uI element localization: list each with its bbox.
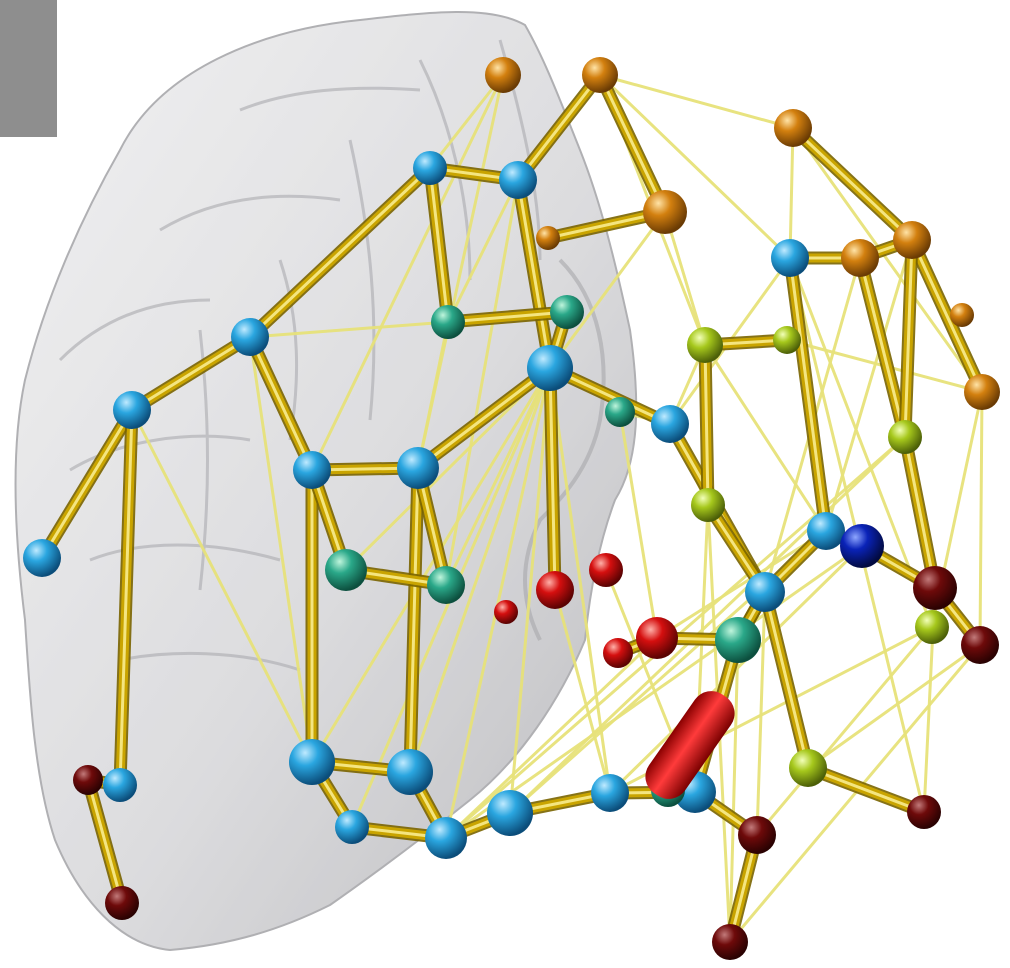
node-b3: [231, 318, 269, 356]
edge-d2-d5: [730, 645, 980, 942]
node-b13: [289, 739, 335, 785]
node-r3: [636, 617, 678, 659]
node-b2: [499, 161, 537, 199]
node-l3: [888, 420, 922, 454]
node-d2: [961, 626, 999, 664]
node-n1: [840, 524, 884, 568]
node-o5: [841, 239, 879, 277]
node-r1: [536, 571, 574, 609]
node-b12: [745, 572, 785, 612]
node-o1: [582, 57, 618, 93]
node-b1: [413, 151, 447, 185]
node-d7: [73, 765, 103, 795]
node-l2: [691, 488, 725, 522]
node-d5: [712, 924, 748, 960]
node-r2: [589, 553, 623, 587]
node-o6: [893, 221, 931, 259]
node-o7: [950, 303, 974, 327]
node-b8: [293, 451, 331, 489]
node-b7: [397, 447, 439, 489]
node-b16: [335, 810, 369, 844]
node-t4: [427, 566, 465, 604]
node-b9: [651, 405, 689, 443]
node-o4: [774, 109, 812, 147]
node-t5: [715, 617, 761, 663]
node-t3: [325, 549, 367, 591]
node-t6: [605, 397, 635, 427]
node-l4: [915, 610, 949, 644]
node-b11: [807, 512, 845, 550]
node-t1: [431, 305, 465, 339]
node-r4: [603, 638, 633, 668]
node-b17: [425, 817, 467, 859]
node-b6: [527, 345, 573, 391]
node-b4: [113, 391, 151, 429]
edge-o4-o6: [793, 128, 912, 240]
node-b15: [103, 768, 137, 802]
edge-d2-l5: [808, 645, 980, 768]
node-t2: [550, 295, 584, 329]
edge-t6-r3: [620, 412, 657, 638]
node-b10: [771, 239, 809, 277]
edge-o1-o3: [600, 75, 665, 212]
node-o8: [964, 374, 1000, 410]
node-b14: [387, 749, 433, 795]
edge-o4-b10: [790, 128, 793, 258]
node-o2: [485, 57, 521, 93]
node-d4: [907, 795, 941, 829]
node-l5: [789, 749, 827, 787]
node-l1: [687, 327, 723, 363]
edge-o8-d2: [980, 392, 982, 645]
node-b19: [591, 774, 629, 812]
node-d3: [738, 816, 776, 854]
node-b5: [23, 539, 61, 577]
node-o3: [643, 190, 687, 234]
node-r5: [494, 600, 518, 624]
node-d1: [913, 566, 957, 610]
node-l6: [773, 326, 801, 354]
node-o9: [536, 226, 560, 250]
node-d6: [105, 886, 139, 920]
node-b18: [487, 790, 533, 836]
